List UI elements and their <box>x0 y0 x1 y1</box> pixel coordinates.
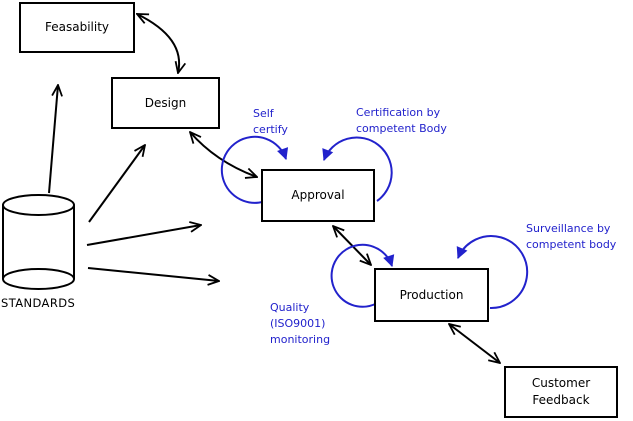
node-customer-feedback-label: Customer Feedback <box>531 376 591 407</box>
edge-design-approval <box>190 132 257 177</box>
node-customer-feedback: Customer Feedback <box>504 366 618 418</box>
node-feasability: Feasability <box>19 2 135 53</box>
edge-standards-feasability <box>48 85 58 194</box>
loop-surveillance <box>456 235 529 310</box>
edge-standards-production <box>87 267 219 281</box>
node-production-label: Production <box>399 287 464 302</box>
edge-standards-approval <box>86 225 201 246</box>
node-design-label: Design <box>144 95 187 110</box>
annotation-surveillance: Surveillance by competent body <box>526 222 617 251</box>
edge-standards-design <box>88 145 145 223</box>
node-approval: Approval <box>261 169 375 222</box>
node-design: Design <box>111 77 220 129</box>
node-feasability-label: Feasability <box>44 20 109 34</box>
loop-certification <box>322 136 393 202</box>
loop-quality-monitoring <box>330 243 395 308</box>
edge-feasability-design <box>137 14 179 73</box>
annotation-certification: Certification by competent Body <box>356 106 447 135</box>
standards-label: STANDARDS <box>1 296 76 310</box>
annotation-quality-monitoring: Quality (ISO9001) monitoring <box>270 301 331 346</box>
standards-cylinder <box>2 194 75 290</box>
annotation-self-certify: Self certify <box>253 107 288 136</box>
edge-production-customer-feedback <box>449 324 500 363</box>
node-production: Production <box>374 268 489 322</box>
node-approval-label: Approval <box>291 188 345 202</box>
